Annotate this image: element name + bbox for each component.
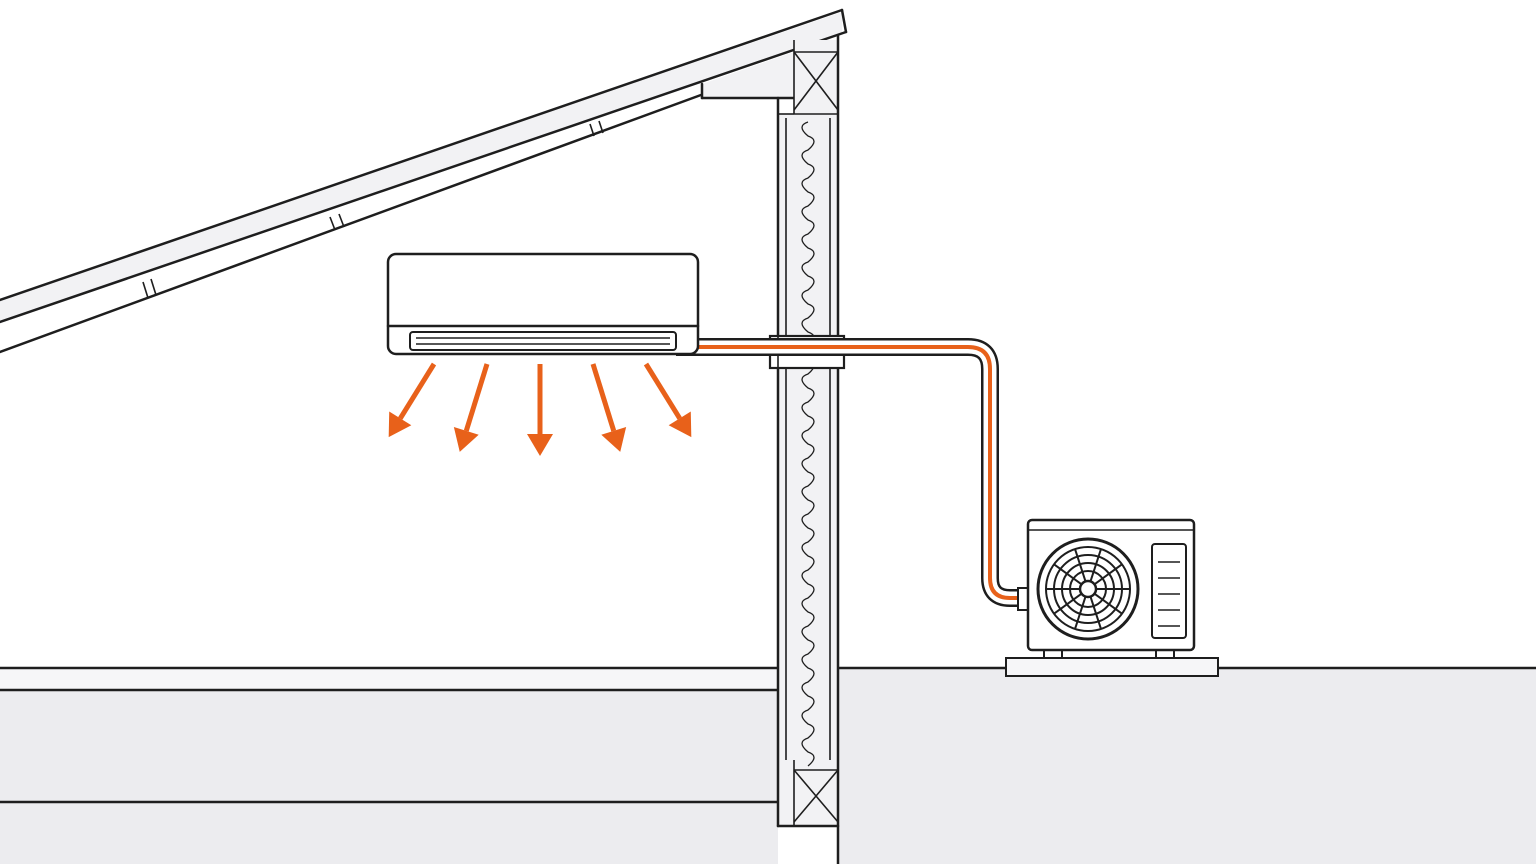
roof	[0, 8, 848, 354]
fan-blade	[1053, 563, 1083, 586]
indoor-floor	[0, 666, 780, 864]
outdoor-unit	[1005, 518, 1219, 677]
fan-blade	[1053, 592, 1083, 615]
airflow-arrow-shaft	[643, 362, 682, 420]
fan-blade	[1093, 592, 1123, 615]
side-vent-louvers	[1158, 561, 1180, 627]
indoor-unit	[386, 252, 700, 356]
insulation-pattern	[801, 121, 815, 767]
arrow-down-icon	[601, 427, 627, 452]
arrow-down-icon	[527, 434, 553, 456]
fan-blade	[1089, 596, 1102, 630]
airflow-arrow-shaft	[463, 363, 490, 432]
fan-blade	[1093, 563, 1123, 586]
fan-blade	[1089, 548, 1102, 582]
arrow-down-icon	[668, 411, 692, 438]
fan-blade	[1074, 596, 1087, 630]
fan-blade	[1074, 548, 1087, 582]
arrow-down-icon	[388, 411, 412, 438]
fan-icon	[1036, 537, 1140, 641]
outdoor-ground	[836, 666, 1536, 864]
refrigerant-line-set	[676, 338, 1031, 611]
exterior-wall	[768, 34, 846, 864]
arrow-down-icon	[453, 427, 479, 452]
airflow-arrow-shaft	[398, 362, 437, 420]
airflow-arrow-shaft	[590, 363, 617, 432]
airflow-arrows	[388, 362, 692, 456]
